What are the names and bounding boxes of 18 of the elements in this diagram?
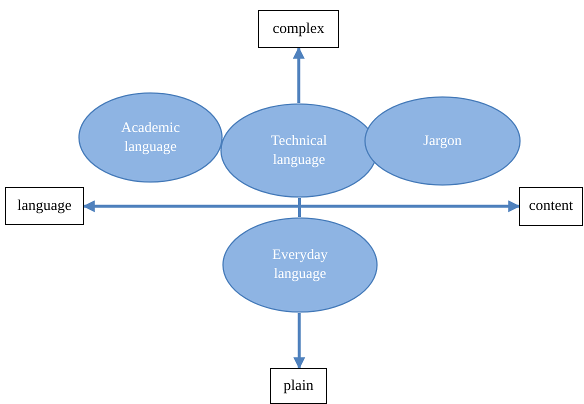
node-label: complex xyxy=(272,20,324,38)
axis-arrow xyxy=(292,46,305,103)
node-label: plain xyxy=(284,378,314,394)
category-ellipse xyxy=(222,217,378,313)
axis-label-box xyxy=(270,368,327,404)
axis-label-box xyxy=(5,187,84,225)
node-label: Everyday language xyxy=(271,246,329,284)
node-label: Technical language xyxy=(270,132,328,170)
axis-label-box xyxy=(519,187,583,226)
node-label: language xyxy=(17,198,72,214)
node-label: Academic language xyxy=(120,118,181,156)
axis-arrow xyxy=(293,313,306,370)
axis-label-box xyxy=(258,10,339,48)
axis-arrow xyxy=(82,200,520,212)
node-label: content xyxy=(528,198,574,215)
category-ellipse xyxy=(364,96,521,186)
node-label: Jargon xyxy=(422,132,463,150)
category-ellipse xyxy=(78,92,223,183)
